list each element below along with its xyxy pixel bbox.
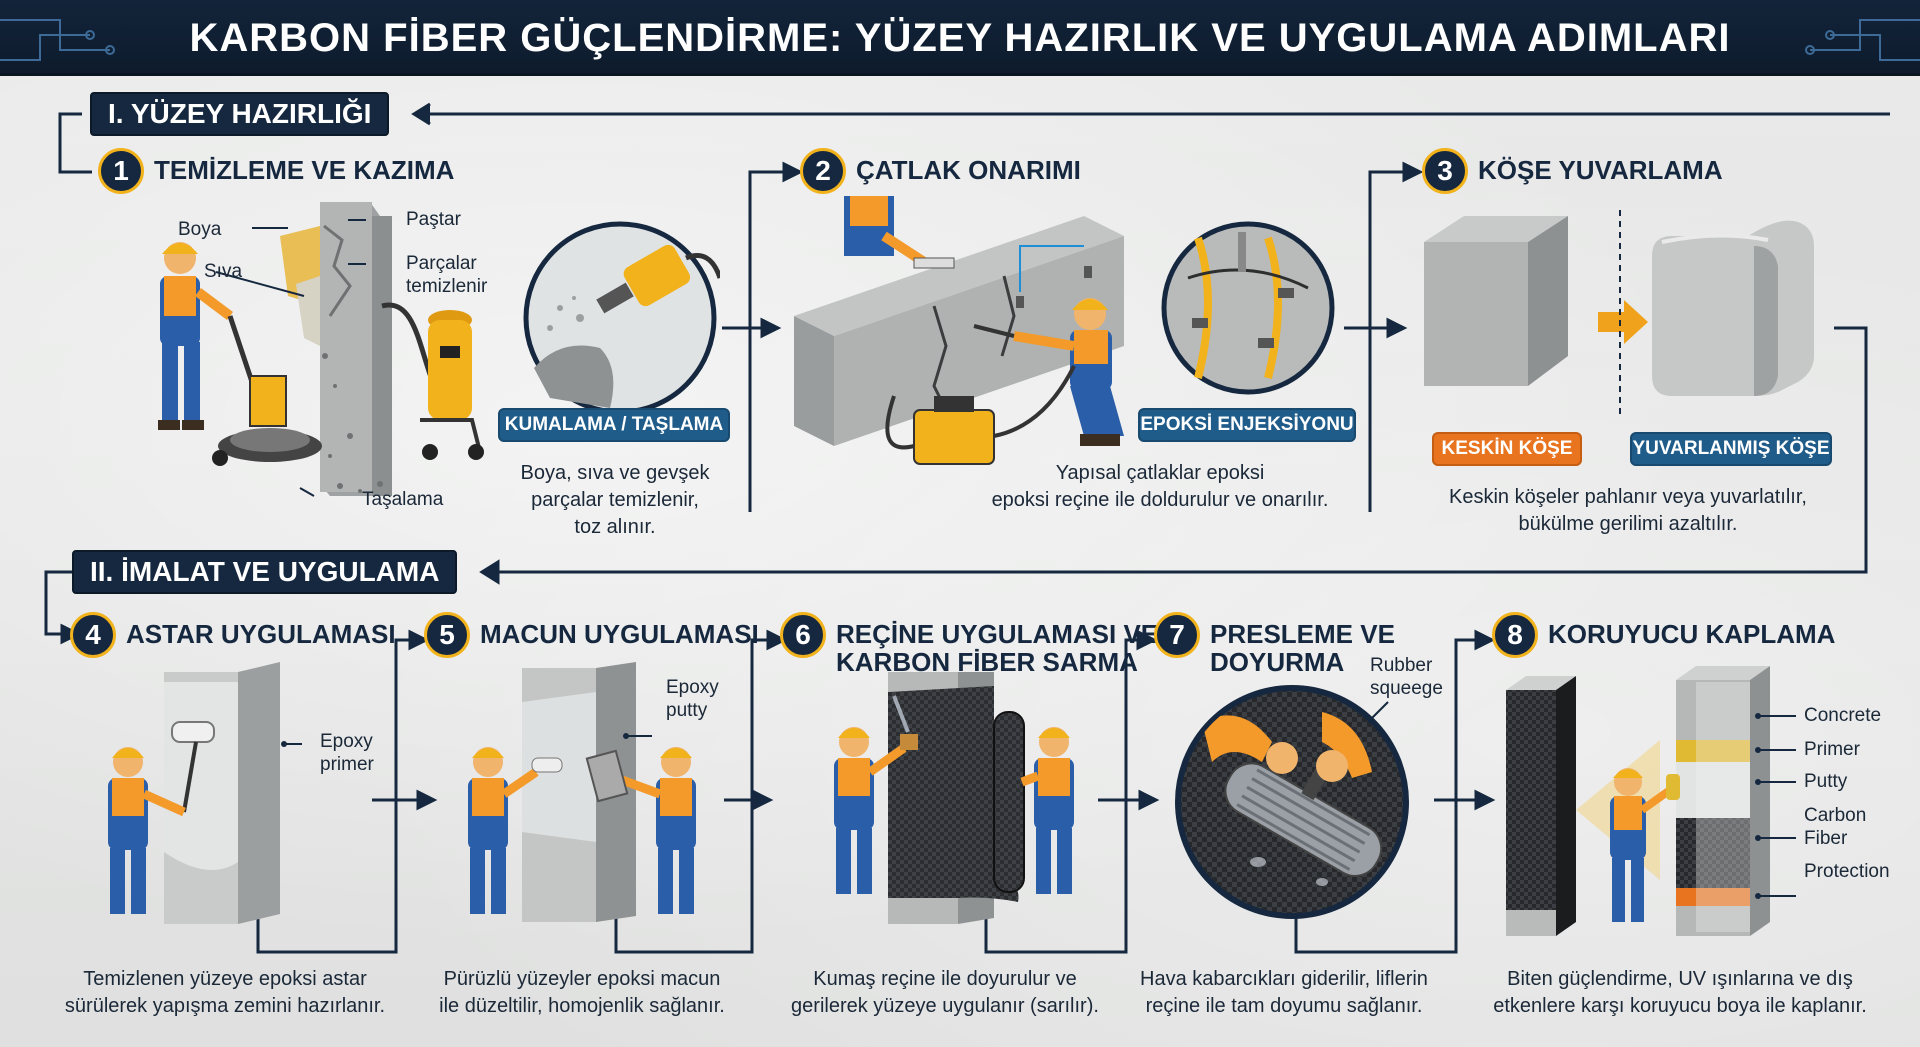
step-2-title: ÇATLAK ONARIMI [856,155,1081,185]
step-1-callout-paint: Boya [178,219,222,240]
title-bar [0,0,1920,76]
step-8-caption: Biten güçlendirme, UV ışınlarına ve dış … [1493,968,1867,1017]
step-1-method-pill: KUMALAMA / TAŞLAMA [498,408,730,442]
step-7-caption: Hava kabarcıkları giderilir, liflerin re… [1140,968,1428,1017]
step-1-illustration [158,202,484,497]
step-8-layer-putty: Putty [1804,771,1848,792]
step-5-callout-putty: Epoxy putty [666,677,719,721]
step-4-number: 4 [70,612,116,658]
step-6-illustration [834,672,1074,924]
step-8-illustration [1506,666,1796,936]
step-1-detail-circle [523,221,720,415]
step-8-layer-carbon-fiber: Carbon Fiber [1804,805,1867,849]
step-5-header: 5 MACUN UYGULAMASI [424,612,759,658]
step-1-callout-grinding: Taşalama [362,489,444,510]
step-1-callout-plaster: Sıva [204,261,243,282]
step-5-number: 5 [424,612,470,658]
step-3-title: KÖŞE YUVARLAMA [1478,155,1723,185]
step-6-title: REÇİNE UYGULAMASI VE KARBON FİBER SARMA [836,619,1159,677]
step-1-header: 1 TEMİZLEME VE KAZIMA [98,148,454,194]
step-8-layer-concrete: Concrete [1804,705,1882,726]
step-2-number: 2 [800,148,846,194]
step-3-illustration [1424,210,1814,416]
step-4-callout-primer: Epoxy primer [320,731,374,775]
step-8-title: KORUYUCU KAPLAMA [1548,619,1836,649]
step-2-method-pill: EPOKSİ ENJEKSİYONU [1138,408,1356,442]
step-3-rounded-corner-pill: YUVARLANMIŞ KÖŞE [1630,432,1832,466]
step-4-title: ASTAR UYGULAMASI [126,619,396,649]
step-1-callout-debris: Parçalar temizlenir [406,253,488,297]
step-5-illustration [468,662,696,922]
step-5-title: MACUN UYGULAMASI [480,619,759,649]
step-2-detail-circle [1161,221,1335,395]
page-title: KARBON FİBER GÜÇLENDİRME: YÜZEY HAZIRLIK… [189,15,1731,60]
step-2-caption: Yapısal çatlaklar epoksi epoksi reçine i… [991,462,1329,511]
step-7-callout-squeegee: Rubber squeege [1370,655,1443,699]
step-4-illustration [108,662,302,924]
step-1-title: TEMİZLEME VE KAZIMA [154,155,455,185]
step-3-number: 3 [1422,148,1468,194]
step-8-layer-primer: Primer [1804,739,1860,760]
step-1-number: 1 [98,148,144,194]
step-7-title: PRESLEME VE DOYURMA [1210,619,1395,677]
step-6-header: 6 REÇİNE UYGULAMASI VE KARBON FİBER SARM… [780,612,1158,676]
step-7-number: 7 [1154,612,1200,658]
step-8-header: 8 KORUYUCU KAPLAMA [1492,612,1835,658]
step-6-caption: Kumaş reçine ile doyurulur ve gerilerek … [791,968,1099,1017]
circuit-decoration-right-icon [1805,19,1920,61]
step-4-caption: Temizlenen yüzeye epoksi astar sürülerek… [64,968,386,1017]
step-5-caption: Pürüzlü yüzeyler epoksi macun ile düzelt… [439,968,725,1017]
step-3-caption: Keskin köşeler pahlanır veya yuvarlatılı… [1449,486,1807,535]
step-2-header: 2 ÇATLAK ONARIMI [800,148,1081,194]
step-3-sharp-corner-pill: KESKİN KÖŞE [1432,432,1582,466]
step-4-header: 4 ASTAR UYGULAMASI [70,612,396,658]
section-label-application: II. İMALAT VE UYGULAMA [72,550,458,594]
circuit-decoration-left-icon [0,19,115,61]
step-8-layer-protection: Protection [1804,861,1890,882]
step-7-detail-circle [1175,685,1409,919]
step-1-caption: Boya, sıva ve gevşek parçalar temizlenir… [520,462,710,538]
step-7-header: 7 PRESLEME VE DOYURMA [1154,612,1395,676]
step-6-number: 6 [780,612,826,658]
step-2-illustration [794,196,1124,465]
section-label-surface-prep: I. YÜZEY HAZIRLIĞI [90,92,390,136]
step-1-callout-pastar: Paştar [406,209,461,230]
step-3-header: 3 KÖŞE YUVARLAMA [1422,148,1723,194]
step-8-number: 8 [1492,612,1538,658]
